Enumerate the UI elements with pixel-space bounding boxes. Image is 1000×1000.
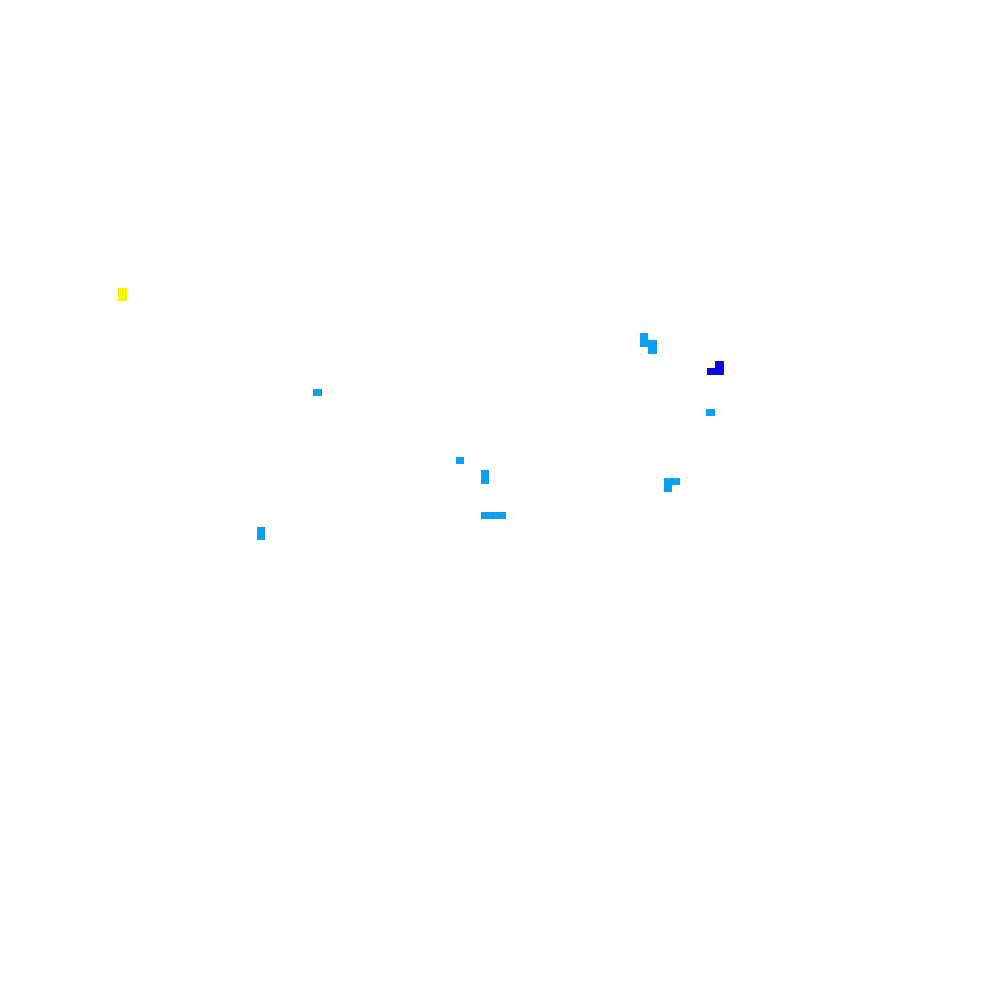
dark-blue-pixel-cluster	[715, 361, 724, 375]
blue-pixel-cluster	[664, 478, 672, 492]
yellow-pixel-cluster	[118, 288, 127, 301]
blue-pixel-cluster	[481, 470, 489, 484]
blue-pixel-cluster	[257, 527, 265, 540]
blue-pixel-cluster	[672, 478, 680, 485]
dark-blue-pixel-cluster	[707, 368, 715, 375]
blue-pixel-cluster	[648, 340, 657, 354]
blue-pixel-cluster	[481, 512, 506, 519]
blue-pixel-cluster	[313, 389, 322, 396]
blue-pixel-cluster	[706, 409, 715, 416]
blue-pixel-cluster	[456, 457, 464, 464]
blue-pixel-cluster	[640, 333, 648, 347]
